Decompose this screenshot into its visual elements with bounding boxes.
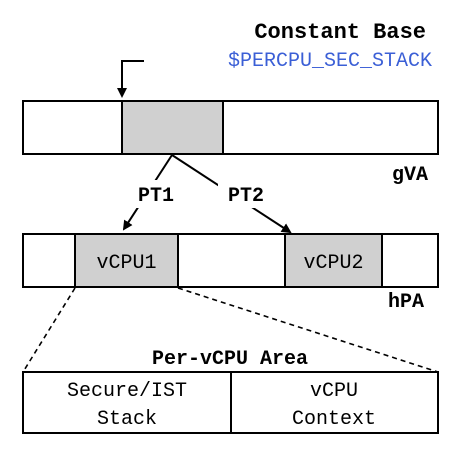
vcpu-context-line2: Context: [292, 408, 376, 431]
vcpu1-region: [74, 233, 179, 288]
hpa-label: hPA: [388, 291, 424, 314]
gva-bar: [22, 100, 439, 155]
vcpu-context-line1: vCPU: [310, 380, 358, 403]
pt1-label: PT1: [138, 185, 174, 208]
pt1-label-bg: [128, 180, 184, 208]
percpu-sec-stack-symbol: $PERCPU_SEC_STACK: [228, 50, 432, 73]
vcpu2-region: [284, 233, 383, 288]
gva-highlighted-region: [121, 100, 224, 155]
vcpu2-label: vCPU2: [303, 252, 363, 275]
pt2-label: PT2: [228, 185, 264, 208]
gva-label: gVA: [392, 164, 428, 187]
per-vcpu-area-title: Per-vCPU Area: [152, 348, 308, 371]
secure-ist-stack-line2: Stack: [97, 408, 157, 431]
zoom-line-right: [177, 287, 439, 373]
secure-ist-stack-line1: Secure/IST: [67, 380, 187, 403]
symbol-pointer-arrow: [117, 60, 144, 98]
vcpu1-label: vCPU1: [96, 252, 156, 275]
pt2-label-bg: [218, 180, 274, 208]
zoom-line-left: [22, 287, 76, 373]
constant-base-title: Constant Base: [254, 20, 426, 45]
